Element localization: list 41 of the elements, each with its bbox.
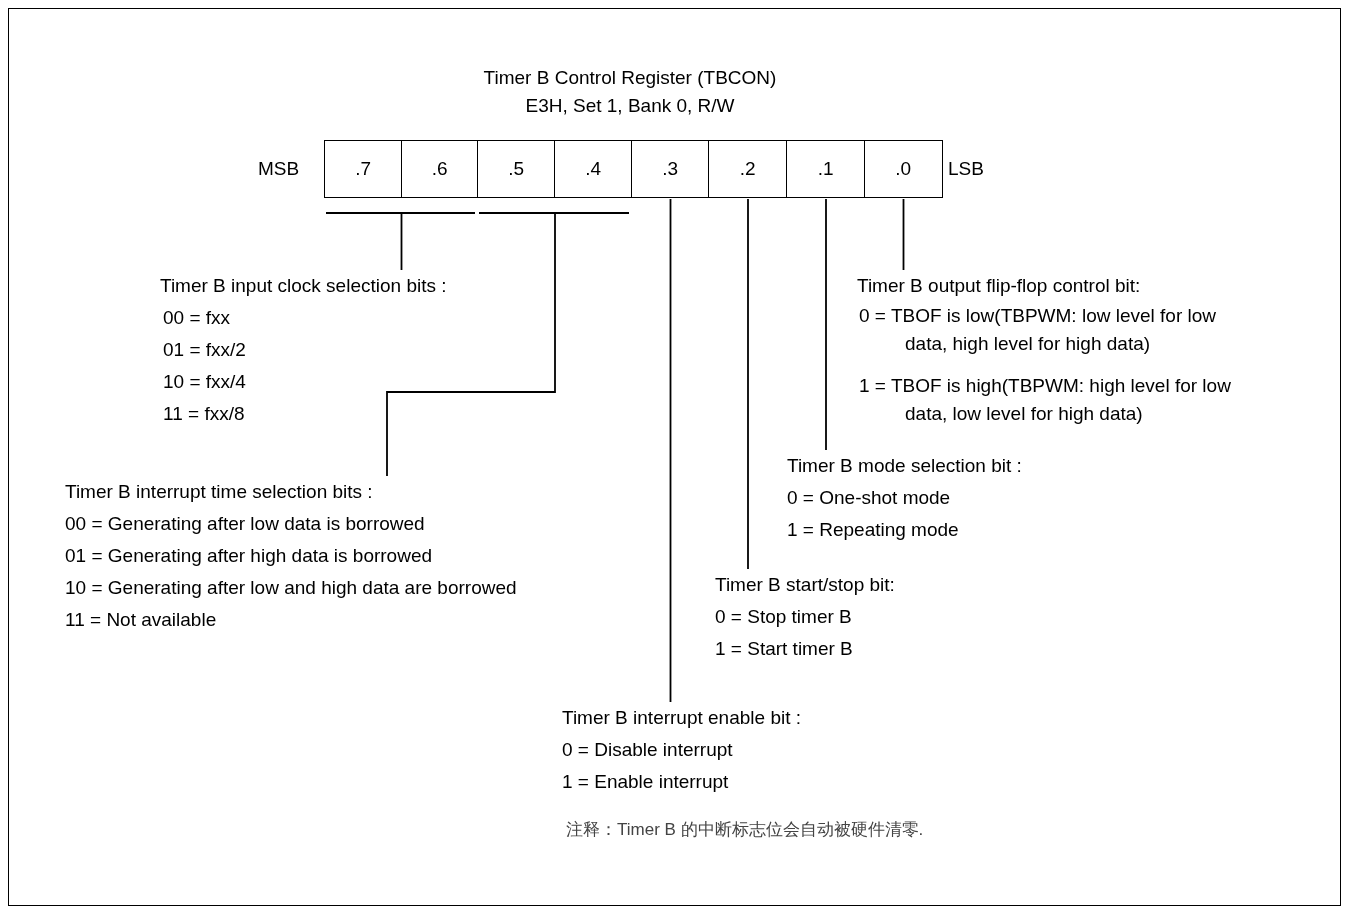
leader-line: [747, 198, 749, 570]
bit-cell: .5: [477, 140, 556, 198]
option-text: 10 = fxx/4: [162, 370, 247, 394]
bit-cell: .3: [631, 140, 710, 198]
field-heading: Timer B interrupt enable bit :: [562, 706, 801, 730]
leader-line: [669, 198, 672, 703]
option-text: 0 = Stop timer B: [715, 605, 853, 629]
msb-label: MSB: [258, 157, 300, 181]
option-text: 11 = fxx/8: [162, 402, 246, 426]
bit-cell: .0: [864, 140, 943, 198]
field-heading: Timer B mode selection bit :: [787, 454, 1022, 478]
bit-cell: .1: [786, 140, 866, 198]
bit-cell: .2: [708, 140, 788, 198]
option-text: 1 = Start timer B: [715, 637, 854, 661]
register-title: Timer B Control Register (TBCON): [482, 66, 778, 90]
field-heading: Timer B output flip-flop control bit:: [857, 274, 1142, 298]
option-text: 1 = Repeating mode: [787, 518, 960, 542]
option-text: 0 = TBOF is low(TBPWM: low level for low data, high level for high data): [858, 304, 1218, 356]
option-text: 1 = Enable interrupt: [562, 770, 730, 794]
bit-cell: .7: [324, 140, 403, 198]
leader-line: [386, 212, 630, 477]
option-text: 1 = TBOF is high(TBPWM: high level for low data, low level for high data): [858, 374, 1232, 426]
option-text: 11 = Not available: [65, 608, 218, 632]
option-text: 10 = Generating after low and high data are borrowed: [65, 576, 517, 600]
field-heading: Timer B input clock selection bits :: [160, 274, 447, 298]
footnote-text: 注释：Timer B 的中断标志位会自动被硬件清零.: [566, 819, 924, 841]
leader-line: [325, 212, 476, 271]
leader-line: [825, 198, 827, 451]
option-text: 0 = One-shot mode: [787, 486, 952, 510]
field-heading: Timer B interrupt time selection bits :: [65, 480, 374, 504]
option-text: 00 = Generating after low data is borrowed: [65, 512, 426, 536]
option-text: 0 = Disable interrupt: [562, 738, 734, 762]
option-text: 01 = fxx/2: [162, 338, 247, 362]
leader-line: [902, 198, 905, 271]
lsb-label: LSB: [948, 157, 984, 181]
register-address: E3H, Set 1, Bank 0, R/W: [524, 94, 736, 118]
field-heading: Timer B start/stop bit:: [715, 573, 895, 597]
option-text: 01 = Generating after high data is borrowed: [65, 544, 434, 568]
bit-cell: .6: [401, 140, 479, 198]
option-text: 00 = fxx: [162, 306, 232, 330]
bit-cell: .4: [554, 140, 633, 198]
